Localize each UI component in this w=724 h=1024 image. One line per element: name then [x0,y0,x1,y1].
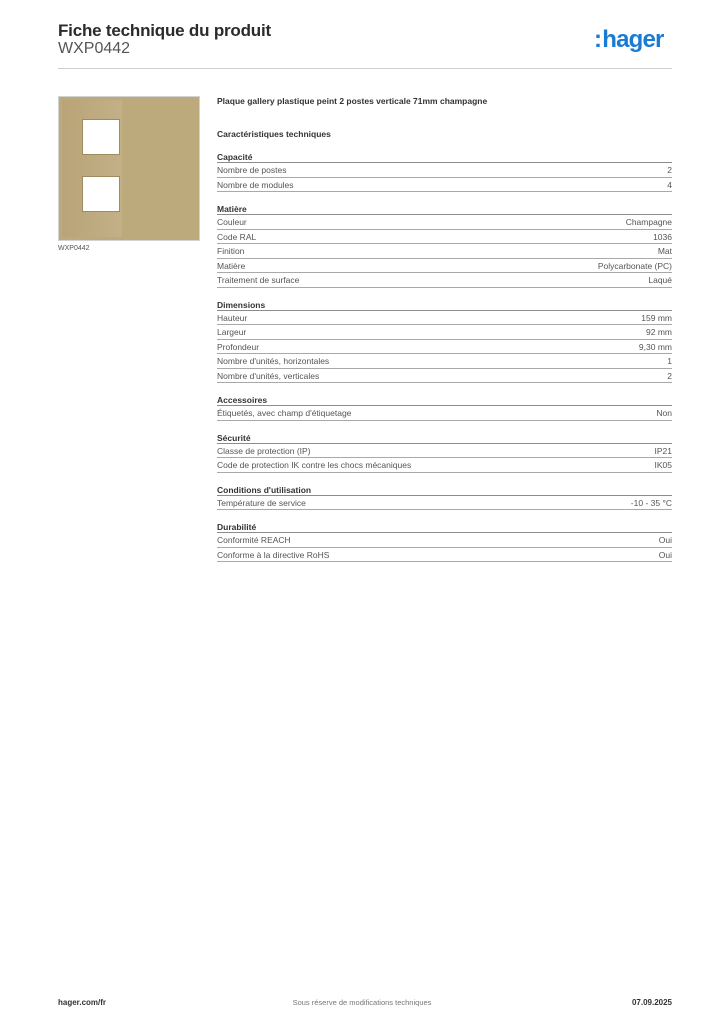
product-description: Plaque gallery plastique peint 2 postes … [217,96,488,106]
spec-row: Nombre de modules 4 [217,178,672,192]
section-title: Dimensions [217,299,672,311]
spec-label: Couleur [217,217,247,227]
spec-label: Température de service [217,497,306,508]
spec-value: Champagne [625,217,672,227]
spec-value: Non [656,408,672,418]
spec-value: Mat [657,246,672,256]
product-image [59,97,199,240]
product-code: WXP0442 [58,40,131,57]
footer-date: 07.09.2025 [631,998,672,1007]
spec-label: Matière [217,260,246,271]
spec-value: Laqué [648,275,672,285]
spec-label: Nombre de postes [217,165,287,175]
section-title: Capacité [217,151,672,163]
spec-value: 159 mm [641,312,672,323]
spec-label: Finition [217,246,245,256]
spec-label: Classe de protection (IP) [217,445,311,456]
spec-label: Nombre de modules [217,179,294,190]
spec-label: Conformité REACH [217,535,291,545]
spec-row: Classe de protection (IP) IP21 [217,444,673,458]
spec-label: Nombre d'unités, verticales [217,370,320,381]
spec-row: Température de service -10 - 35 °C [217,496,672,510]
spec-value: IP21 [654,445,673,456]
spec-value: 4 [667,179,672,190]
spec-value: 9,30 mm [638,341,672,352]
section-title: Matière [217,203,672,215]
spec-content: Plaque gallery plastique peint 2 postes … [217,96,672,562]
spec-row: Nombre d'unités, verticales 2 [217,369,672,383]
spec-value: Oui [658,535,672,545]
hager-logo: :hager [594,26,664,54]
logo-colon: : [594,26,602,53]
spec-label: Code RAL [217,231,257,242]
spec-label: Profondeur [217,341,260,352]
spec-row: Finition Mat [217,244,672,259]
spec-row: Couleur Champagne [217,215,672,230]
footer-website: hager.com/fr [58,998,107,1007]
page-title: Fiche technique du produit [58,21,271,40]
spec-label: Largeur [217,327,247,337]
spec-row: Nombre d'unités, horizontales 1 [217,354,672,369]
spec-heading: Caractéristiques techniques [217,129,331,139]
spec-row: Code RAL 1036 [217,230,672,244]
spec-label: Étiquetés, avec champ d'étiquetage [217,408,352,418]
plate-window-top [82,119,120,155]
section-title: Conditions d'utilisation [217,484,672,496]
spec-value: Oui [658,549,672,560]
spec-row: Matière Polycarbonate (PC) [217,259,672,273]
spec-row: Hauteur 159 mm [217,311,672,325]
section-title: Durabilité [217,521,672,533]
footer-notice: Sous réserve de modifications techniques [292,998,432,1007]
image-caption: WXP0442 [58,245,90,252]
spec-value: 1 [667,356,672,366]
spec-row: Nombre de postes 2 [217,163,672,178]
spec-row: Largeur 92 mm [217,325,672,340]
spec-label: Nombre d'unités, horizontales [217,356,330,366]
spec-value: 2 [667,165,672,175]
spec-row: Étiquetés, avec champ d'étiquetage Non [217,406,672,421]
spec-value: 1036 [653,231,672,242]
spec-row: Profondeur 9,30 mm [217,340,672,354]
spec-row: Traitement de surface Laqué [217,273,672,288]
spec-value: -10 - 35 °C [630,497,672,508]
spec-label: Code de protection IK contre les chocs m… [217,460,412,470]
spec-row: Conformité REACH Oui [217,533,672,548]
logo-text: hager [602,26,664,53]
section-title: Accessoires [217,394,672,406]
plate-window-bottom [82,176,120,212]
spec-label: Conforme à la directive RoHS [217,549,330,560]
spec-label: Hauteur [217,312,248,323]
spec-row: Conforme à la directive RoHS Oui [217,548,672,562]
spec-value: 2 [667,370,672,381]
spec-value: Polycarbonate (PC) [597,260,672,271]
spec-label: Traitement de surface [217,275,300,285]
spec-value: 92 mm [646,327,672,337]
section-title: Sécurité [217,432,672,444]
spec-row: Code de protection IK contre les chocs m… [217,458,672,473]
header-divider [58,68,672,69]
spec-value: IK05 [654,460,673,470]
